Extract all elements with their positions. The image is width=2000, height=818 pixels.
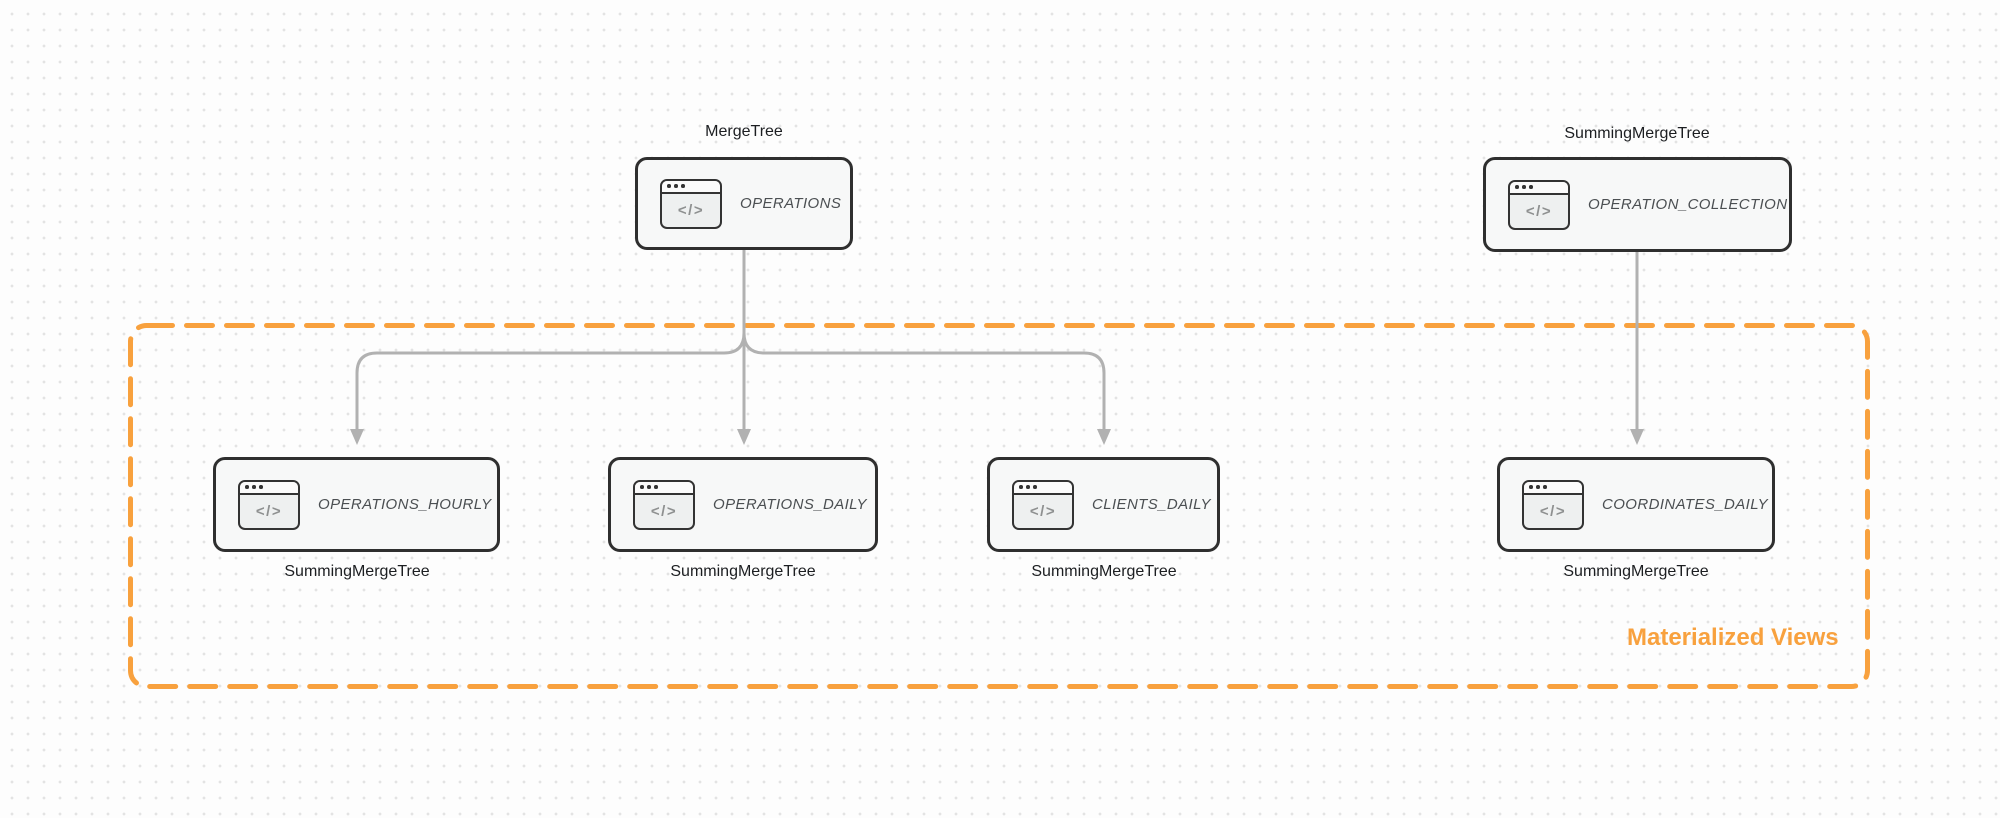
edge-operation-collection-to-coordinates-daily[interactable]: [1630, 252, 1644, 445]
node-title: OPERATIONS_DAILY: [713, 496, 867, 513]
code-window-icon: </>: [1508, 179, 1570, 230]
materialized-views-frame[interactable]: [128, 323, 1870, 689]
engine-label-coordinates-daily: SummingMergeTree: [1563, 563, 1709, 580]
node-title: CLIENTS_DAILY: [1092, 496, 1211, 513]
node-operation-collection[interactable]: </> OPERATION_COLLECTION: [1483, 157, 1792, 252]
code-window-icon: </>: [238, 479, 300, 530]
engine-label-operation-collection: SummingMergeTree: [1564, 125, 1710, 142]
code-window-icon: </>: [1012, 479, 1074, 530]
engine-label-operations-hourly: SummingMergeTree: [284, 563, 430, 580]
engine-label-clients-daily: SummingMergeTree: [1031, 563, 1177, 580]
node-title: OPERATIONS_HOURLY: [318, 496, 492, 513]
node-operations-hourly[interactable]: </> OPERATIONS_HOURLY: [213, 457, 500, 552]
node-coordinates-daily[interactable]: </> COORDINATES_DAILY: [1497, 457, 1775, 552]
engine-label-operations: MergeTree: [705, 123, 783, 140]
code-window-icon: </>: [1522, 479, 1584, 530]
node-title: OPERATIONS: [740, 195, 842, 212]
node-title: OPERATION_COLLECTION: [1588, 196, 1788, 213]
node-clients-daily[interactable]: </> CLIENTS_DAILY: [987, 457, 1220, 552]
node-title: COORDINATES_DAILY: [1602, 496, 1769, 513]
node-operations[interactable]: </> OPERATIONS: [635, 157, 853, 250]
materialized-views-label: Materialized Views: [1627, 624, 1839, 651]
node-operations-daily[interactable]: </> OPERATIONS_DAILY: [608, 457, 878, 552]
edge-operations-to-operations-hourly[interactable]: [350, 250, 746, 445]
code-window-icon: </>: [660, 178, 722, 229]
engine-label-operations-daily: SummingMergeTree: [670, 563, 816, 580]
edge-operations-to-clients-daily[interactable]: [742, 250, 1111, 445]
code-window-icon: </>: [633, 479, 695, 530]
